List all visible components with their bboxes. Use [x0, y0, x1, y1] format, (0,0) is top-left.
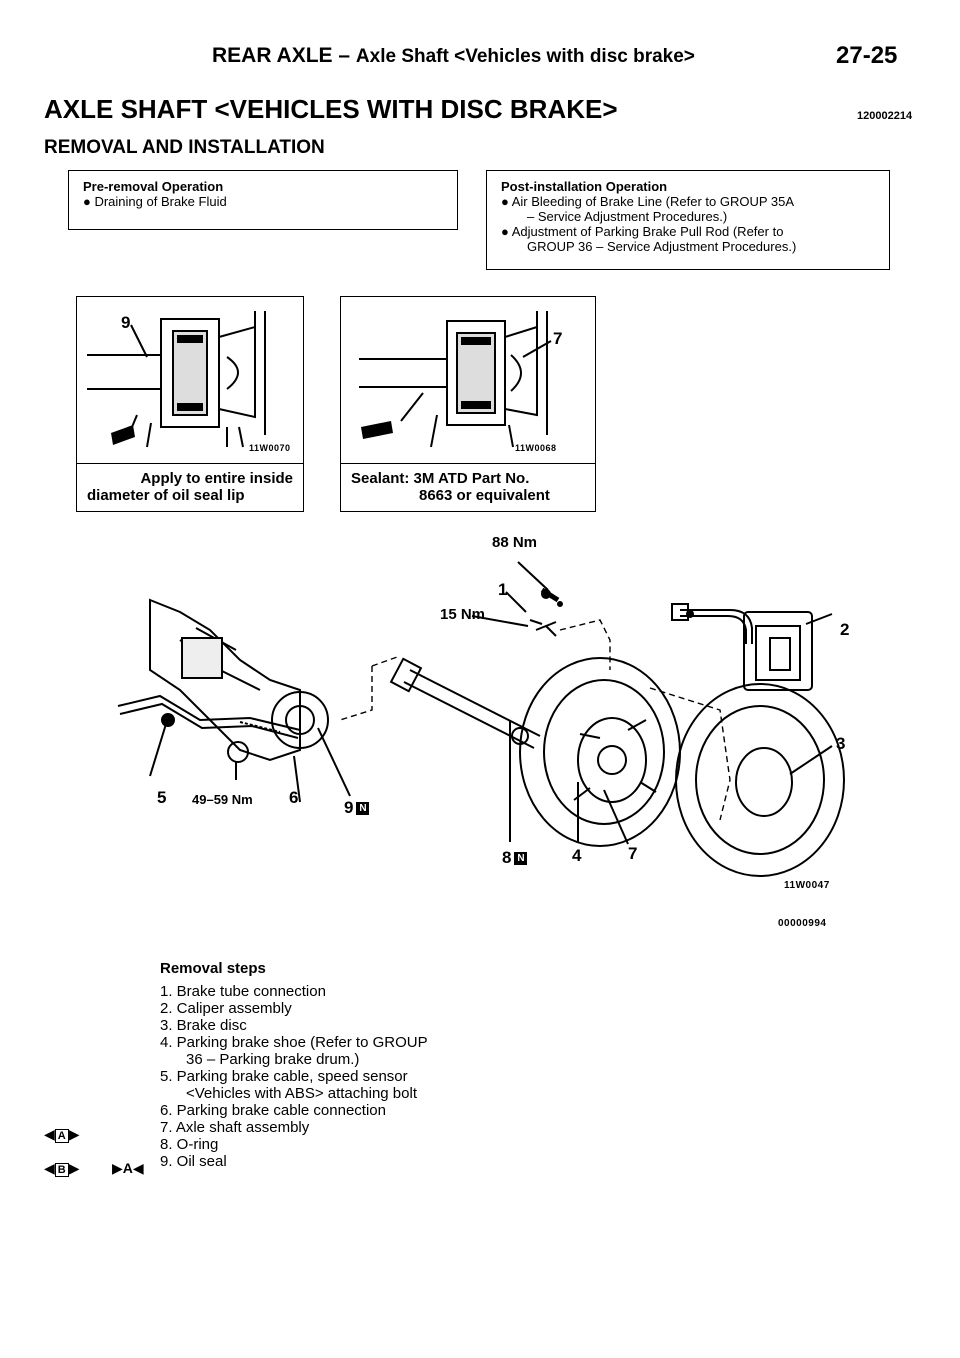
marker-b-removal: ◀B▶: [44, 1160, 80, 1177]
removal-steps: Removal steps 1. Brake tube connection 2…: [160, 960, 428, 1170]
section-code: 12000​2214: [857, 110, 913, 122]
post-installation-line: GROUP 36 – Service Adjustment Procedures…: [527, 239, 797, 254]
pre-removal-title: Pre-removal Operation: [83, 179, 224, 194]
torque-49-59: 49–59 Nm: [192, 792, 253, 807]
marker-a-removal: ◀A▶: [44, 1126, 80, 1143]
marker-a-installation: ▶A◀: [112, 1160, 144, 1176]
marker-a-letter: A: [54, 1129, 69, 1143]
post-installation-title: Post-installation Operation: [501, 179, 668, 194]
axle-shaft-exploded-diagram: [117, 561, 845, 877]
inset-oil-seal: 9 11W0070 Apply to entire inside diamete…: [76, 296, 304, 512]
inset-right-caption: Sealant: 3M ATD Part No. 8663 or equival…: [341, 463, 595, 511]
removal-step: 2. Caliper assembly: [160, 1000, 292, 1017]
inset-right-caption-line1: Sealant: 3M ATD Part No.: [351, 470, 530, 487]
subsection-title: REMOVAL AND INSTALLATION: [44, 137, 325, 158]
removal-step: 7. Axle shaft assembly: [160, 1119, 310, 1136]
marker-a-install-letter: A: [122, 1160, 133, 1176]
n-badge: N: [356, 802, 370, 816]
removal-step: 36 – Parking brake drum.): [186, 1051, 360, 1068]
label-8-text: 8: [502, 848, 512, 867]
n-badge: N: [514, 852, 528, 866]
inset-left-caption-line1: Apply to entire inside: [140, 470, 293, 487]
label-2: 2: [840, 620, 850, 639]
post-installation-box: Post-installation Operation ● Air Bleedi…: [486, 170, 890, 270]
torque-15: 15 Nm: [440, 606, 486, 623]
inset-left-caption-line2: diameter of oil seal lip: [87, 487, 245, 504]
header-title-sub: Axle Shaft <Vehicles with disc brake>: [355, 46, 695, 67]
label-5: 5: [157, 788, 167, 807]
removal-step: 8. O-ring: [160, 1136, 219, 1153]
removal-step: 9. Oil seal: [160, 1153, 227, 1170]
removal-step: 5. Parking brake cable, speed sensor: [160, 1068, 408, 1085]
page-header-title: REAR AXLE – Axle Shaft <Vehicles with di…: [212, 44, 695, 68]
page-number: 27-25: [836, 42, 898, 69]
removal-step: 1. Brake tube connection: [160, 983, 326, 1000]
inset-right-code: 11W0068: [515, 443, 557, 453]
figure-code: 11W0047: [784, 880, 830, 891]
page-figure-code: 00000994: [778, 918, 827, 929]
section-title: AXLE SHAFT <VEHICLES WITH DISC BRAKE>: [44, 94, 618, 124]
inset-left-caption: Apply to entire inside diameter of oil s…: [77, 463, 303, 511]
post-installation-line: – Service Adjustment Procedures.): [527, 209, 728, 224]
removal-step: 3. Brake disc: [160, 1017, 247, 1034]
label-9-text: 9: [344, 798, 354, 817]
marker-b-letter: B: [54, 1163, 69, 1177]
inset-left-code: 11W0070: [249, 443, 291, 453]
pre-removal-item: ● Draining of Brake Fluid: [83, 194, 227, 209]
pre-removal-box: Pre-removal Operation ● Draining of Brak…: [68, 170, 458, 230]
inset-right-label: 7: [553, 329, 563, 348]
oil-seal-illustration: [87, 311, 266, 448]
label-6: 6: [289, 788, 299, 807]
header-title-main: REAR AXLE –: [212, 44, 356, 67]
label-3: 3: [836, 734, 846, 753]
inset-left-label: 9: [121, 313, 131, 332]
label-1: 1: [498, 580, 508, 599]
removal-step: 6. Parking brake cable connection: [160, 1102, 386, 1119]
torque-88: 88 Nm: [492, 534, 538, 551]
post-installation-line: ● Air Bleeding of Brake Line (Refer to G…: [501, 194, 795, 209]
label-7: 7: [628, 844, 638, 863]
post-installation-line: ● Adjustment of Parking Brake Pull Rod (…: [501, 224, 784, 239]
inset-sealant: 7 11W0068 Sealant: 3M ATD Part No. 8663 …: [340, 296, 596, 512]
sealant-illustration: [359, 311, 552, 448]
inset-right-caption-line2: 8663 or equivalent: [419, 487, 550, 504]
label-4: 4: [572, 846, 582, 865]
removal-steps-title: Removal steps: [160, 960, 266, 977]
removal-step: <Vehicles with ABS> attaching bolt: [186, 1085, 417, 1102]
removal-step: 4. Parking brake shoe (Refer to GROUP: [160, 1034, 428, 1051]
